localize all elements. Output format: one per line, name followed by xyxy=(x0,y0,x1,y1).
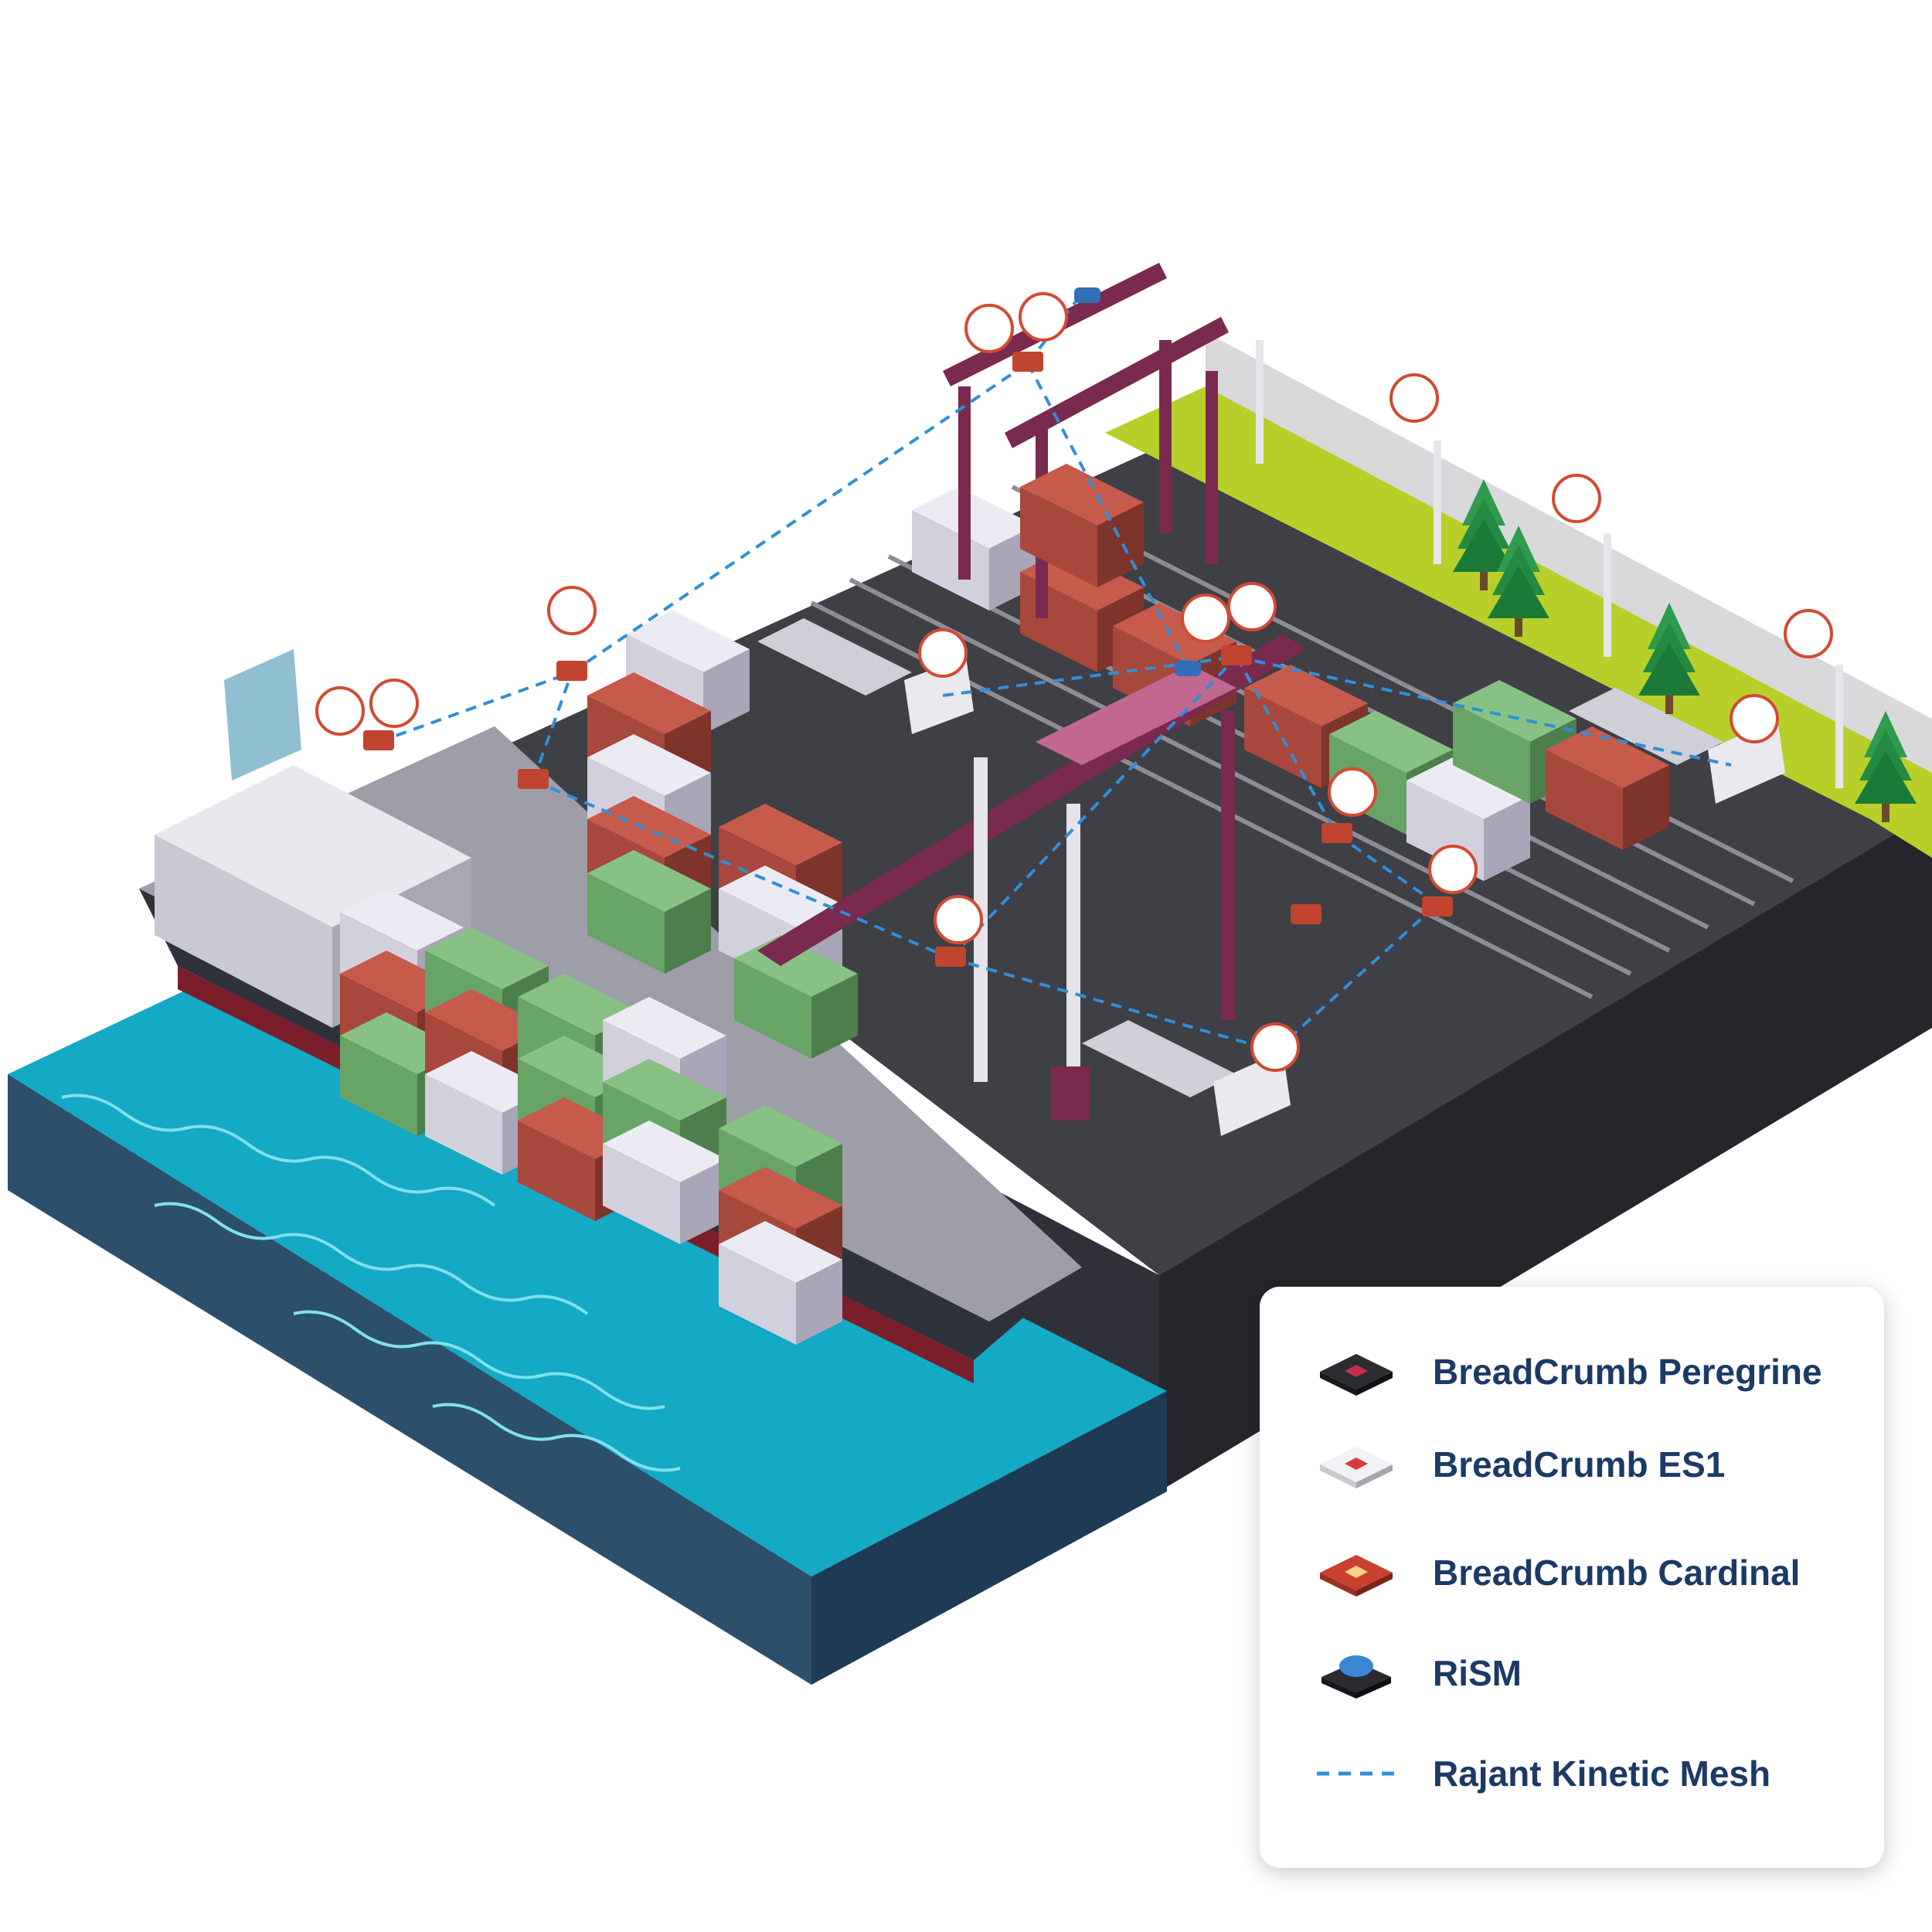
dashed-line-icon xyxy=(1314,1743,1399,1804)
legend-label: BreadCrumb Cardinal xyxy=(1433,1553,1801,1593)
mesh-links xyxy=(378,292,1732,1053)
cardinal-device-icon xyxy=(1314,1542,1399,1604)
water-surface xyxy=(8,943,1167,1577)
es1-device-icon xyxy=(1314,1434,1399,1495)
legend-label: BreadCrumb Peregrine xyxy=(1433,1352,1822,1392)
rism-device-icon xyxy=(1314,1642,1399,1704)
truck-front xyxy=(1082,1020,1291,1136)
legend-panel: BreadCrumb Peregrine BreadCrumb ES1 Brea… xyxy=(1260,1287,1884,1868)
legend-label: Rajant Kinetic Mesh xyxy=(1433,1753,1771,1794)
gantry-crane-front xyxy=(757,634,1306,1121)
legend-item-rism: RiSM xyxy=(1314,1642,1522,1704)
water-depth-right xyxy=(811,1391,1167,1685)
legend-item-cardinal: BreadCrumb Cardinal xyxy=(1314,1542,1800,1604)
peregrine-device-icon xyxy=(1314,1341,1399,1403)
legend-label: RiSM xyxy=(1433,1653,1522,1693)
legend-item-peregrine: BreadCrumb Peregrine xyxy=(1314,1341,1822,1403)
legend-label: BreadCrumb ES1 xyxy=(1433,1444,1726,1485)
device-markers xyxy=(363,287,1453,967)
legend-item-kinetic-mesh: Rajant Kinetic Mesh xyxy=(1314,1743,1770,1804)
legend-item-es1: BreadCrumb ES1 xyxy=(1314,1434,1725,1495)
water-waves xyxy=(61,1094,681,1472)
light-poles xyxy=(1256,340,1843,788)
water-depth-front xyxy=(8,1074,811,1685)
perimeter-wall xyxy=(1206,332,1932,773)
truck-middle xyxy=(757,618,974,734)
